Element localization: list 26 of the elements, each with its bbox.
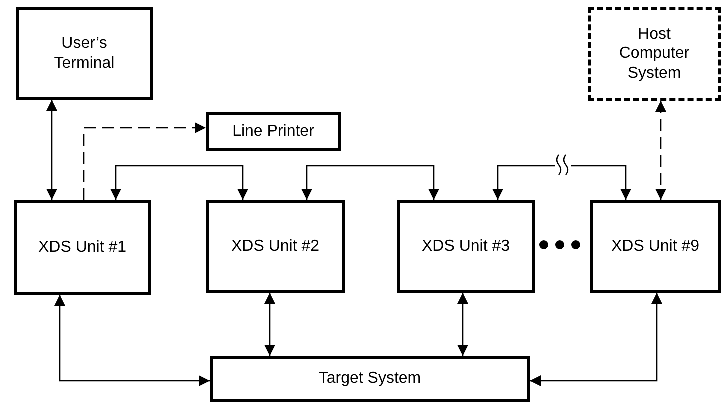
dashed-arrow xyxy=(83,122,206,200)
box-label: XDS Unit #1 xyxy=(38,238,127,258)
box-label: Target System xyxy=(318,369,422,389)
box-label: Host Computer System xyxy=(618,25,691,83)
box xyxy=(206,112,341,151)
arrow xyxy=(530,293,662,386)
box xyxy=(206,200,345,293)
arrow xyxy=(110,165,248,200)
arrow xyxy=(54,295,210,386)
arrow xyxy=(264,293,276,356)
box-label: Line Printer xyxy=(232,122,314,142)
box-label: XDS Unit #2 xyxy=(231,236,320,256)
box xyxy=(590,200,721,293)
box xyxy=(210,356,530,402)
arrow xyxy=(302,165,440,200)
box-label: XDS Unit #9 xyxy=(611,236,700,256)
box xyxy=(16,7,153,100)
box xyxy=(588,7,721,101)
dashed-arrow xyxy=(656,101,666,200)
box xyxy=(397,200,535,293)
arrow xyxy=(458,293,468,356)
box xyxy=(14,200,151,295)
arrow xyxy=(492,165,632,200)
box-label: User’s Terminal xyxy=(53,34,116,73)
box-label: XDS Unit #3 xyxy=(422,236,510,256)
arrow xyxy=(46,100,58,200)
